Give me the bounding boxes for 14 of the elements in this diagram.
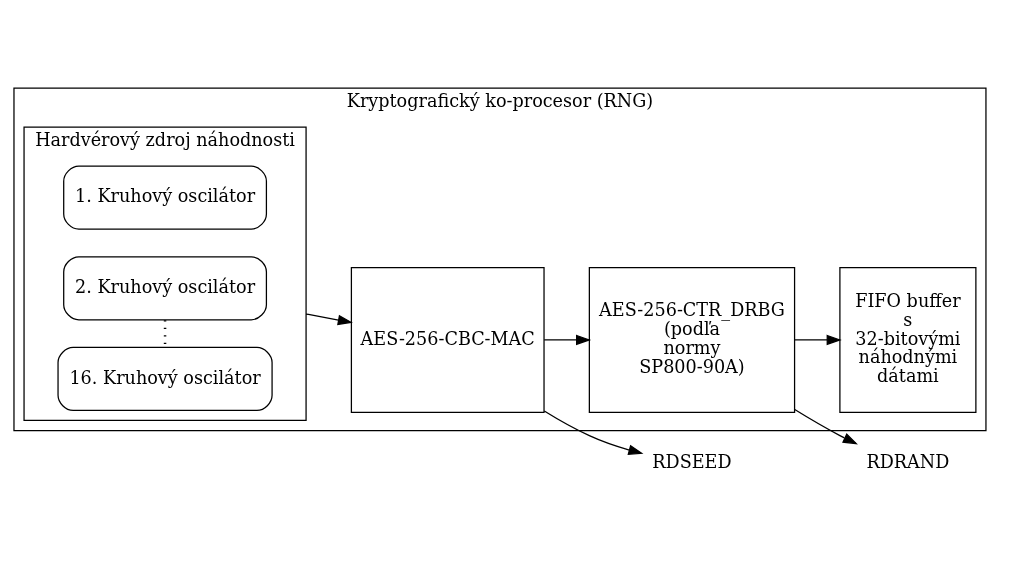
node-box: 16. Kruhový oscilátor [57, 346, 273, 411]
node-box: AES-256-CTR_DRBG (podľa normy SP800-90A) [588, 266, 796, 413]
arrow [305, 312, 353, 325]
arrow [794, 408, 858, 444]
node-text: RDRAND [866, 451, 950, 472]
node-box: 2. Kruhový oscilátor [63, 255, 268, 320]
node-box: 1. Kruhový oscilátor [63, 165, 268, 230]
connector [163, 319, 167, 347]
arrow [543, 334, 592, 345]
node-box: FIFO buffer s 32-bitovými náhodnými dátami [839, 266, 977, 413]
node-text: RDSEED [652, 451, 732, 472]
arrow [543, 409, 644, 455]
arrow [794, 334, 842, 345]
node-box: AES-256-CBC-MAC [350, 266, 545, 413]
